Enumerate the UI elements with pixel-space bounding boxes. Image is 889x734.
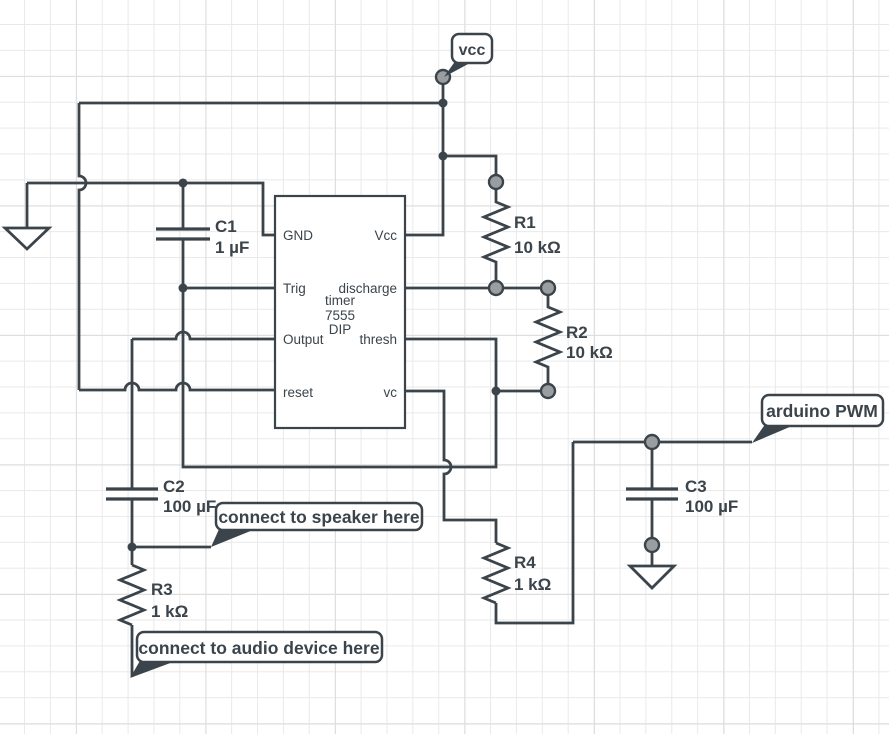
ic-pin-reset: reset bbox=[283, 385, 313, 400]
wire-r4-bottom[interactable] bbox=[494, 442, 575, 625]
ic-pin-gnd: GND bbox=[283, 228, 313, 243]
label-r1-value: 10 kΩ bbox=[514, 238, 561, 257]
wire-vcc-to-ic[interactable] bbox=[405, 77, 445, 237]
wire-vcc-left-vertical[interactable] bbox=[77, 103, 88, 390]
flag-audio[interactable]: connect to audio device here bbox=[130, 630, 384, 678]
terminal-node-c3-top[interactable] bbox=[643, 433, 661, 451]
flag-arduino-pwm[interactable]: arduino PWM bbox=[752, 393, 885, 443]
label-c3-value: 100 µF bbox=[685, 497, 738, 516]
flag-speaker-tail bbox=[211, 527, 253, 547]
ic-label-7555: 7555 bbox=[325, 308, 355, 323]
label-c1-value: 1 µF bbox=[215, 238, 249, 257]
ic-pin-trig: Trig bbox=[283, 281, 306, 296]
ic-pin-discharge: discharge bbox=[338, 281, 397, 296]
resistor-r2-body[interactable] bbox=[532, 288, 564, 391]
resistor-r3-body[interactable] bbox=[116, 563, 148, 627]
resistor-r4-body[interactable] bbox=[480, 541, 512, 605]
ic-pin-output: Output bbox=[283, 332, 324, 347]
resistor-r3[interactable] bbox=[116, 563, 148, 627]
flag-speaker[interactable]: connect to speaker here bbox=[211, 501, 424, 547]
flag-vcc-box[interactable] bbox=[450, 32, 494, 65]
wire-thresh[interactable] bbox=[405, 337, 498, 391]
terminal-node-r1-bottom[interactable] bbox=[487, 279, 505, 297]
component-labels: C1 1 µF C2 100 µF C3 100 µF R1 10 kΩ R2 … bbox=[151, 213, 738, 621]
flag-vcc[interactable]: vcc bbox=[444, 32, 494, 77]
terminal-node-r1-top[interactable] bbox=[487, 173, 505, 191]
terminal-node-c3-ground[interactable] bbox=[643, 536, 661, 554]
junction-dot bbox=[491, 386, 501, 396]
wire-reset[interactable] bbox=[79, 381, 275, 392]
ground-symbol-left[interactable] bbox=[1, 226, 53, 251]
wire-output[interactable] bbox=[132, 330, 275, 341]
label-r4-ref: R4 bbox=[514, 553, 536, 572]
flag-speaker-label: connect to speaker here bbox=[218, 507, 420, 527]
label-r3-ref: R3 bbox=[151, 580, 173, 599]
wire-trig-thresh-tie[interactable] bbox=[181, 288, 498, 469]
capacitor-c2[interactable] bbox=[106, 487, 158, 501]
flag-audio-box[interactable] bbox=[135, 630, 384, 664]
resistor-r2[interactable] bbox=[532, 288, 564, 391]
label-r2-ref: R2 bbox=[566, 323, 588, 342]
resistor-r1[interactable] bbox=[480, 182, 512, 288]
flag-speaker-box[interactable] bbox=[214, 501, 424, 532]
label-c2-value: 100 µF bbox=[163, 497, 216, 516]
ground-symbol-right[interactable] bbox=[626, 564, 678, 590]
flag-arduino-pwm-tail bbox=[752, 423, 792, 443]
ground-triangle-right bbox=[626, 564, 678, 590]
resistor-r4[interactable] bbox=[480, 541, 512, 605]
flag-arduino-pwm-box[interactable] bbox=[760, 393, 885, 428]
flag-audio-tail bbox=[130, 659, 173, 678]
junction-dot bbox=[178, 178, 188, 188]
ground-triangle-left bbox=[1, 226, 53, 251]
terminal-node-r2-bottom[interactable] bbox=[539, 382, 557, 400]
label-r2-value: 10 kΩ bbox=[566, 343, 613, 362]
ic-pin-vcc: Vcc bbox=[374, 228, 397, 243]
ic-pin-thresh: thresh bbox=[359, 332, 397, 347]
flag-audio-label: connect to audio device here bbox=[138, 638, 379, 658]
flag-vcc-label: vcc bbox=[459, 42, 486, 59]
label-c1-ref: C1 bbox=[215, 217, 237, 236]
wire-vc-to-r4[interactable] bbox=[405, 389, 498, 543]
junction-dot bbox=[438, 151, 448, 161]
ic-body[interactable] bbox=[273, 194, 407, 430]
label-r1-ref: R1 bbox=[514, 213, 536, 232]
junction-dot bbox=[127, 542, 137, 552]
resistor-r1-body[interactable] bbox=[480, 182, 512, 288]
terminal-node-r2-top[interactable] bbox=[539, 279, 557, 297]
ic-label-dip: DIP bbox=[329, 322, 352, 337]
wire-ground-to-gnd-pin[interactable] bbox=[27, 181, 275, 237]
label-r3-value: 1 kΩ bbox=[151, 602, 188, 621]
junction-dot bbox=[438, 98, 448, 108]
wire-to-r1-top[interactable] bbox=[443, 154, 498, 182]
capacitor-c1[interactable] bbox=[156, 227, 210, 241]
ic-label-timer: timer bbox=[325, 293, 356, 308]
label-c3-ref: C3 bbox=[685, 477, 707, 496]
ic-pin-vc: vc bbox=[384, 385, 398, 400]
label-c2-ref: C2 bbox=[163, 477, 185, 496]
capacitor-c3[interactable] bbox=[626, 487, 678, 501]
label-r4-value: 1 kΩ bbox=[514, 575, 551, 594]
junction-dot bbox=[178, 283, 188, 293]
flag-arduino-pwm-label: arduino PWM bbox=[766, 401, 878, 421]
ic-7555-timer[interactable]: GND Trig Output reset Vcc discharge thre… bbox=[273, 194, 407, 430]
wires bbox=[25, 77, 752, 677]
